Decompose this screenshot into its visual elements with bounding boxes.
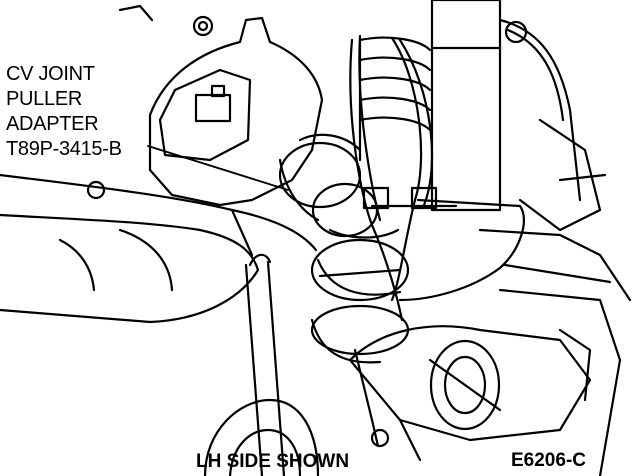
callout-line-2: PULLER xyxy=(6,88,83,110)
knuckle-bracket xyxy=(86,4,324,207)
strut-assembly xyxy=(430,0,632,476)
callout-line-3: ADAPTER xyxy=(6,113,99,135)
callout-line-1: CV JOINT xyxy=(6,63,95,85)
frame-rails xyxy=(244,253,286,476)
callout-leader-line xyxy=(147,145,289,191)
axle-hub xyxy=(348,325,592,462)
tool-handle xyxy=(203,398,320,476)
figure-id: E6206-C xyxy=(511,450,586,471)
coil-spring xyxy=(358,36,432,162)
technician-hand xyxy=(0,173,318,324)
cv-boot xyxy=(278,133,410,364)
tool-callout-label: CV JOINT PULLER ADAPTER T89P-3415-B xyxy=(6,64,122,164)
figure-caption: LH SIDE SHOWN xyxy=(196,451,350,472)
callout-line-4: T89P-3415-B xyxy=(6,138,122,160)
